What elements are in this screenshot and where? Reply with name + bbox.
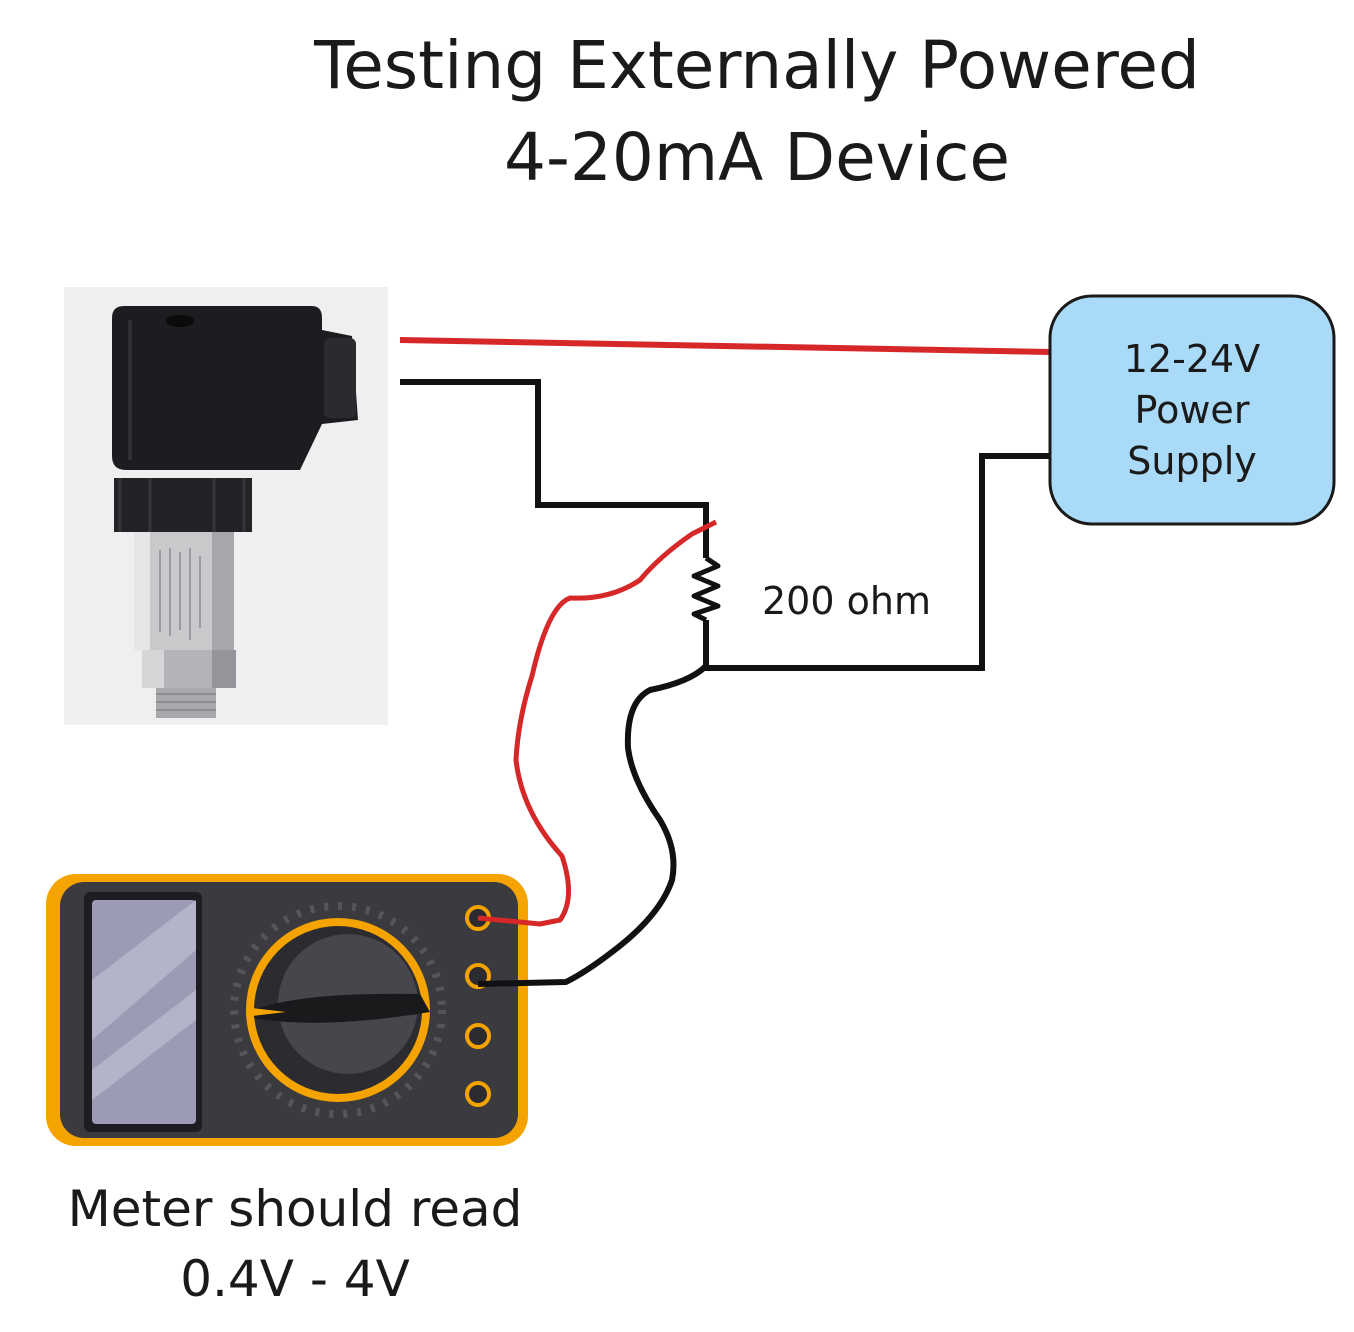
resistor-label: 200 ohm	[762, 579, 931, 623]
meter-note-line2: 0.4V - 4V	[180, 1250, 410, 1308]
supply-word: Supply	[1127, 439, 1257, 483]
return-wire	[703, 453, 1052, 671]
power-supply-voltage: 12-24V	[1123, 337, 1261, 381]
red-probe-lead	[477, 519, 718, 927]
power-supply-word: Power	[1134, 388, 1250, 432]
pressure-transmitter-icon	[64, 287, 388, 725]
multimeter-icon	[46, 874, 528, 1146]
power-supply-label: 12-24V Power Supply	[1050, 334, 1334, 487]
signal-wire	[400, 379, 709, 558]
black-probe-lead	[477, 663, 709, 987]
page-title-line1: Testing Externally Powered	[314, 27, 1200, 104]
resistor-icon	[691, 555, 721, 623]
meter-note-line1: Meter should read	[67, 1180, 523, 1238]
power-supply-box	[1048, 294, 1336, 526]
positive-supply-wire	[399, 337, 1051, 355]
page-title-line2: 4-20mA Device	[504, 119, 1010, 196]
